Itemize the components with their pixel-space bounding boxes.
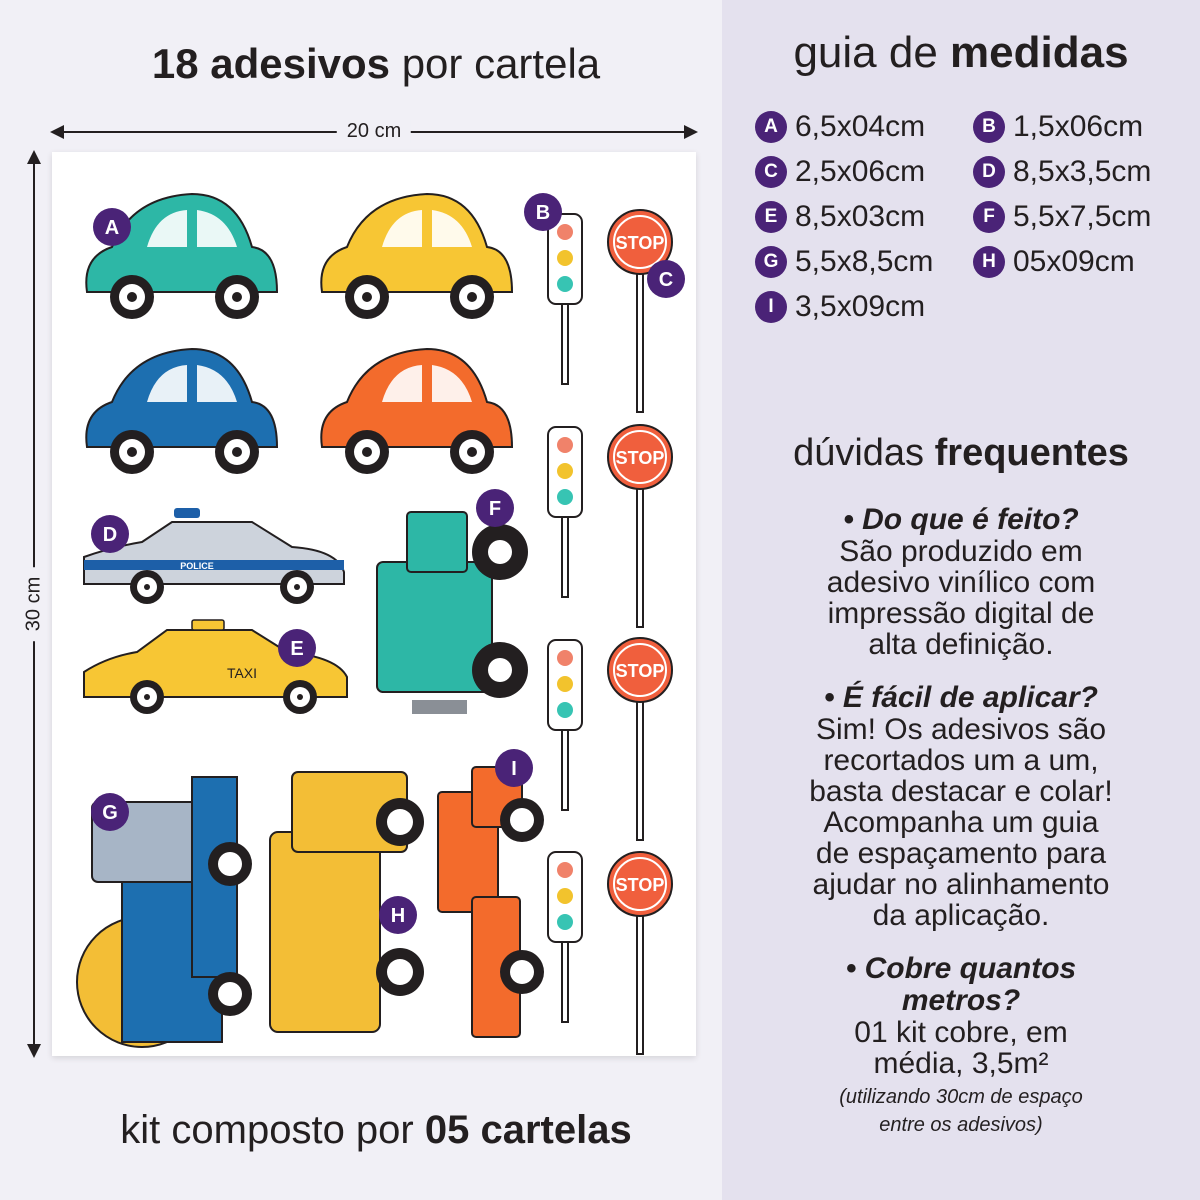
svg-text:H: H: [391, 905, 405, 927]
svg-text:A: A: [105, 217, 119, 239]
arrow-down-icon: [27, 1044, 41, 1058]
faq-answer-line: de espaçamento para: [815, 837, 1107, 870]
faq-answer-line: média, 3,5m²: [873, 1047, 1049, 1080]
sticker-illustrations: STOP STOP STOP STOP POLICE TAXI: [76, 192, 685, 1055]
guide-title: guia de medidas: [793, 28, 1129, 77]
faq-answer-line: Sim! Os adesivos são: [815, 713, 1107, 746]
faq-answer-line: alta definição.: [868, 628, 1054, 661]
badge-g: G: [91, 793, 129, 831]
faq-question: metros?: [901, 984, 1021, 1017]
traffic-light-sticker: [547, 639, 583, 811]
badge-i: I: [495, 749, 533, 787]
faq-answer-line: impressão digital de: [827, 597, 1095, 630]
faq-item: • Do que é feito? São produzido em adesi…: [722, 503, 1200, 661]
badge-e: E: [278, 629, 316, 667]
height-dimension: 30 cm: [22, 150, 46, 1058]
car-orange-sticker: [320, 347, 514, 474]
faq-list: • Do que é feito? São produzido em adesi…: [722, 504, 1200, 1161]
svg-text:G: G: [102, 802, 118, 824]
stop-sign-sticker: STOP: [607, 424, 673, 628]
badge-h: H: [379, 896, 417, 934]
mixer-truck-sticker: [76, 776, 252, 1048]
stop-text: STOP: [616, 448, 665, 468]
badge-a: A: [93, 208, 131, 246]
police-car-sticker: [83, 508, 345, 604]
truck-orange-sticker: [437, 766, 544, 1038]
badge-b: B: [524, 193, 562, 231]
stop-sign-sticker: STOP: [607, 209, 673, 413]
faq-item: • É fácil de aplicar? Sim! Os adesivos s…: [722, 681, 1200, 932]
kit-footer: kit composto por 05 cartelas: [120, 1108, 632, 1152]
police-text: POLICE: [180, 561, 214, 571]
truck-teal-sticker: [376, 511, 528, 714]
faq-answer-line: ajudar no alinhamento: [812, 868, 1110, 901]
faq-question: • Cobre quantos: [845, 952, 1077, 985]
svg-text:C: C: [659, 269, 673, 291]
svg-text:D: D: [103, 524, 117, 546]
faq-answer-line: São produzido em: [839, 535, 1083, 568]
faq-item: • Cobre quantos metros? 01 kit cobre, em…: [722, 953, 1200, 1139]
arrow-up-icon: [27, 150, 41, 164]
width-label: 20 cm: [336, 120, 412, 143]
arrow-right-icon: [684, 125, 698, 139]
stop-sign-sticker: STOP: [607, 851, 673, 1055]
sheet-title: 18 adesivos por cartela: [151, 40, 601, 87]
faq-question: • Do que é feito?: [843, 503, 1079, 536]
traffic-light-sticker: [547, 851, 583, 1023]
svg-text:F: F: [489, 498, 501, 520]
traffic-light-sticker: [547, 426, 583, 598]
traffic-light-sticker: [547, 213, 583, 385]
svg-text:B: B: [536, 202, 550, 224]
stop-text: STOP: [616, 661, 665, 681]
width-dimension: 20 cm: [50, 120, 698, 144]
svg-text:I: I: [511, 758, 517, 780]
faq-question: • É fácil de aplicar?: [824, 681, 1098, 714]
sticker-sheet: STOP STOP STOP STOP POLICE TAXI: [52, 152, 696, 1056]
faq-answer-line: da aplicação.: [872, 899, 1050, 932]
car-teal-sticker: [85, 192, 279, 319]
stop-text: STOP: [616, 875, 665, 895]
badge-f: F: [476, 489, 514, 527]
faq-answer-line: basta destacar e colar!: [809, 775, 1113, 808]
arrow-left-icon: [50, 125, 64, 139]
badge-c: C: [647, 260, 685, 298]
car-blue-sticker: [85, 347, 279, 474]
badge-d: D: [91, 515, 129, 553]
car-yellow-sticker: [320, 192, 514, 319]
truck-yellow-sticker: [269, 771, 424, 1033]
taxi-text: TAXI: [227, 665, 257, 681]
faq-answer-line: recortados um a um,: [823, 744, 1099, 777]
right-panel: [722, 0, 1200, 1200]
faq-answer-line: 01 kit cobre, em: [854, 1016, 1068, 1049]
height-label: 30 cm: [22, 566, 46, 642]
stop-text: STOP: [616, 233, 665, 253]
faq-answer-line: adesivo vinílico com: [826, 566, 1096, 599]
faq-answer-line: Acompanha um guia: [823, 806, 1099, 839]
faq-title: dúvidas frequentes: [793, 432, 1129, 474]
stop-sign-sticker: STOP: [607, 637, 673, 841]
svg-text:E: E: [290, 638, 303, 660]
taxi-sticker: [83, 619, 348, 714]
